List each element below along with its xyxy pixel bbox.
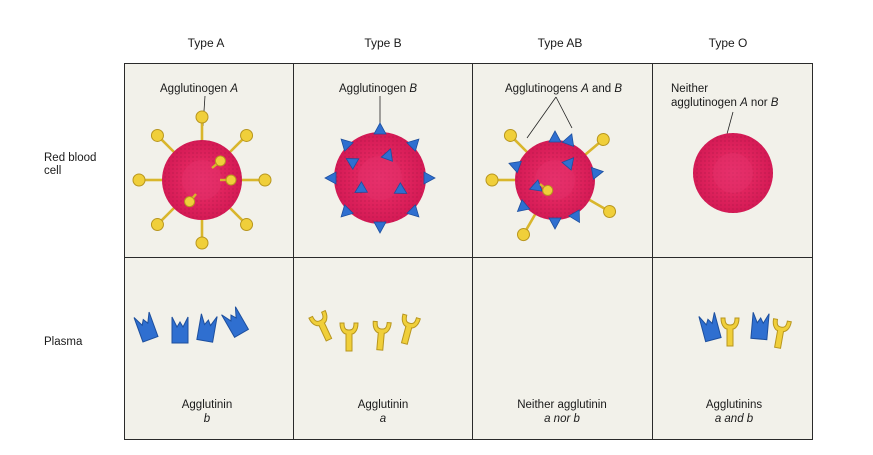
- plasma-type-a-agglutinins: [133, 306, 249, 344]
- label-text: Neither: [671, 83, 709, 95]
- row-label-plasma: Plasma: [44, 336, 83, 348]
- label-italic: A: [740, 97, 748, 109]
- label-italic: A: [581, 83, 589, 95]
- red-blood-cell-type-a: [132, 95, 272, 250]
- label-text: Neither agglutinin: [517, 399, 607, 411]
- label-italic: a nor b: [544, 413, 580, 425]
- row-divider: [125, 257, 812, 258]
- plasma-type-o-agglutinins: [698, 311, 792, 350]
- label-agglutinins-a-and-b: Agglutinins a and b: [654, 398, 814, 426]
- label-agglutinin-a: Agglutinin a: [303, 398, 463, 426]
- label-text: Agglutinin: [181, 399, 233, 411]
- cell-center: [182, 160, 222, 200]
- label-italic: a: [379, 413, 387, 425]
- red-blood-cell-type-o: [693, 111, 773, 213]
- antigen-a-surface: [539, 183, 554, 196]
- label-neither-agglutinin: Neither agglutinin a nor b: [482, 398, 642, 426]
- column-header-type-ab: Type AB: [537, 36, 583, 50]
- column-header-type-a: Type A: [187, 36, 225, 50]
- label-agglutinogen-b: Agglutinogen B: [339, 82, 417, 96]
- label-agglutinogens-a-and-b: Agglutinogens A and B: [505, 82, 622, 96]
- label-italic: B: [770, 97, 779, 109]
- leader-line: [726, 111, 734, 135]
- label-italic: B: [614, 83, 623, 95]
- column-header-type-b: Type B: [364, 36, 402, 50]
- label-text: nor: [747, 97, 771, 109]
- label-text: Agglutinin: [357, 399, 409, 411]
- label-text: Agglutinogens: [505, 83, 582, 95]
- leader-line: [555, 96, 573, 129]
- label-agglutinin-b: Agglutinin b: [127, 398, 287, 426]
- label-text: agglutinogen: [671, 97, 741, 109]
- antigen-a-surface: [184, 155, 237, 208]
- column-header-type-o: Type O: [708, 36, 748, 50]
- column-divider: [293, 64, 294, 439]
- label-text: Agglutinogen: [339, 83, 410, 95]
- label-italic: A: [230, 83, 239, 95]
- label-italic: b: [203, 413, 211, 425]
- column-divider: [652, 64, 653, 439]
- label-italic: a and b: [714, 413, 754, 425]
- label-text: Agglutinogen: [160, 83, 231, 95]
- cell-center: [358, 156, 402, 200]
- row-label-red-blood-cell: Red blood cell: [44, 152, 97, 177]
- label-agglutinogen-a: Agglutinogen A: [160, 82, 238, 96]
- plasma-type-b-agglutinins: [308, 310, 421, 352]
- leader-line: [526, 96, 557, 139]
- column-divider: [472, 64, 473, 439]
- label-neither-agglutinogen: Neither agglutinogen A nor B: [671, 82, 778, 110]
- cell-center: [713, 153, 753, 193]
- red-blood-cell-type-ab: [485, 96, 619, 244]
- blood-type-table: [124, 63, 813, 440]
- label-italic: B: [409, 83, 418, 95]
- label-text: Agglutinins: [705, 399, 763, 411]
- red-blood-cell-type-b: [324, 96, 436, 234]
- label-text: and: [588, 83, 615, 95]
